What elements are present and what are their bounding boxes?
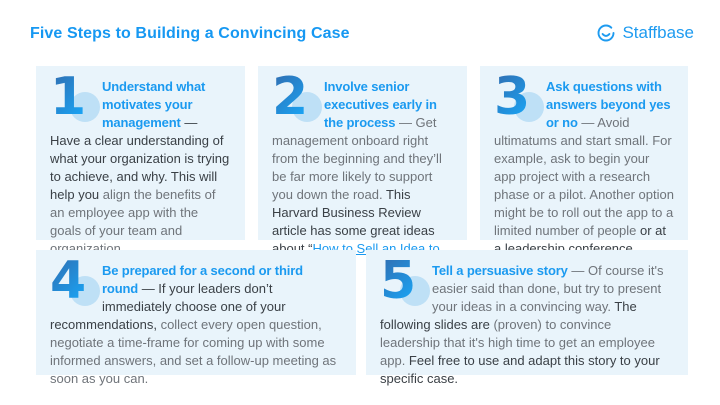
step-text-segment: — If your leaders don’t immediately choo… [50,281,286,332]
step-text-segment: The following slides are [380,299,637,332]
step-text-segment: align the benefits of an employee app wi… [50,187,216,256]
step-number-badge: 1 [50,71,100,123]
step-text: Understand what motivates your managemen… [50,78,231,258]
step-text: Tell a persuasive story — Of course it's… [380,262,674,388]
step-heading: Understand what motivates your managemen… [102,79,206,130]
step-number: 4 [50,251,87,311]
step-number: 3 [494,67,531,127]
page-title: Five Steps to Building a Convincing Case [30,24,350,42]
step-text: Be prepared for a second or third round … [50,262,342,388]
step-text-segment: — Get management onboard right from the … [272,115,442,202]
number-circle-decoration [70,92,100,122]
step-number: 2 [272,67,309,127]
step-heading: Ask questions with answers beyond yes or… [546,79,671,130]
step-number-badge: 4 [50,255,100,307]
step-text-segment: (proven) to convince leadership that it'… [380,317,655,368]
step-text: Ask questions with answers beyond yes or… [494,78,674,258]
step-number: 5 [380,251,417,311]
step-number-badge: 3 [494,71,544,123]
number-circle-decoration [400,276,430,306]
step-text-segment: — Of course it's easier said than done, … [432,263,664,314]
step-number-badge: 5 [380,255,430,307]
number-circle-decoration [70,276,100,306]
step-number: 1 [50,67,87,127]
staffbase-smiley-icon [596,23,616,43]
step-text-segment: — Avoid ultimatums and start small. For … [494,115,674,238]
step-text-segment: collect every open question, negotiate a… [50,317,337,386]
step-heading: Be prepared for a second or third round [102,263,303,296]
step-number-badge: 2 [272,71,322,123]
brand-logo: Staffbase [596,23,694,43]
step-text-segment: — Have a clear understanding of what you… [50,115,230,202]
step-heading: Involve senior executives early in the p… [324,79,437,130]
number-circle-decoration [514,92,544,122]
step-text-segment: Feel free to use and adapt this story to… [380,353,660,386]
number-circle-decoration [292,92,322,122]
brand-name: Staffbase [622,23,694,42]
step-heading: Tell a persuasive story [432,263,568,278]
